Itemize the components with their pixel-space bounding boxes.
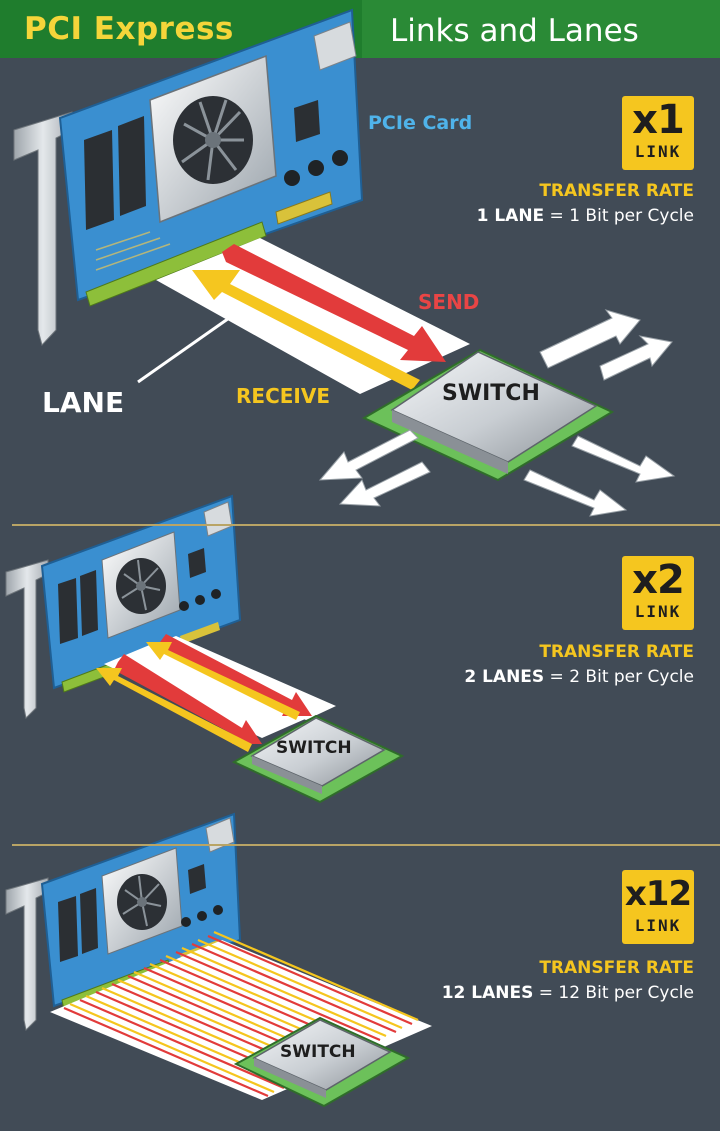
lane-label: LANE [42, 386, 125, 419]
badge-x2-link: x2 LINK [622, 556, 694, 630]
bits-per-cycle-x1: = 1 Bit per Cycle [544, 206, 694, 226]
transfer-rate-x12: 12 LANES = 12 Bit per Cycle [442, 983, 694, 1003]
switch-label-x1: SWITCH [442, 381, 540, 406]
switch-label-x2: SWITCH [276, 738, 352, 758]
header-bar-right [362, 0, 720, 58]
badge-x1-value: x1 [632, 97, 685, 143]
pcie-card-x1 [13, 8, 364, 347]
badge-x2-value: x2 [632, 557, 685, 603]
memory-chip [118, 116, 146, 216]
receive-arrow [96, 668, 252, 752]
badge-x2-link-text: LINK [634, 602, 682, 621]
receive-arrow [192, 270, 420, 390]
lane-strip [156, 238, 470, 394]
receive-arrow [146, 642, 300, 720]
lanes-count-x1: 1 LANE [476, 206, 545, 226]
badge-x1-link-text: LINK [634, 142, 682, 161]
badge-x12-value: x12 [624, 874, 692, 914]
pcie-card-x12 [5, 812, 242, 1032]
bits-per-cycle-x2: = 2 Bit per Cycle [544, 667, 694, 687]
send-arrow [114, 654, 262, 744]
badge-x12-link-text: LINK [634, 916, 682, 935]
lanes-count-x2: 2 LANES [464, 667, 545, 687]
switch-x12 [233, 1016, 411, 1108]
gold-connector [85, 221, 267, 307]
lane-strip [104, 644, 312, 738]
metal-bracket [5, 559, 49, 720]
switch-x2 [231, 714, 405, 804]
title-pci-express: PCI Express [24, 11, 234, 47]
lane-pointer [137, 314, 233, 384]
section-divider [12, 844, 720, 846]
badge-x12-link: x12 LINK [622, 870, 694, 944]
memory-chip [84, 130, 114, 230]
switch-label-x12: SWITCH [280, 1042, 356, 1062]
traffic-arrows [318, 309, 676, 517]
transfer-rate-title-x12: TRANSFER RATE [539, 958, 694, 978]
lanes-count-x12: 12 LANES [441, 983, 534, 1003]
section-divider [12, 524, 720, 526]
badge-x1-link: x1 LINK [622, 96, 694, 170]
metal-bracket [5, 877, 49, 1032]
receive-label: RECEIVE [236, 384, 330, 408]
transfer-rate-x2: 2 LANES = 2 Bit per Cycle [464, 667, 694, 687]
title-links-and-lanes: Links and Lanes [390, 13, 639, 49]
pcie-card-label: PCIe Card [368, 112, 473, 134]
send-arrow [222, 244, 446, 362]
lanes-x2 [96, 634, 336, 752]
send-arrow [156, 634, 312, 716]
switch-x1 [361, 348, 615, 482]
transfer-rate-title-x1: TRANSFER RATE [539, 181, 694, 201]
bits-per-cycle-x12: = 12 Bit per Cycle [533, 983, 694, 1003]
lane-x1 [156, 238, 470, 394]
transfer-rate-x1: 1 LANE = 1 Bit per Cycle [477, 206, 694, 226]
send-label: SEND [418, 290, 480, 314]
transfer-rate-title-x2: TRANSFER RATE [539, 642, 694, 662]
